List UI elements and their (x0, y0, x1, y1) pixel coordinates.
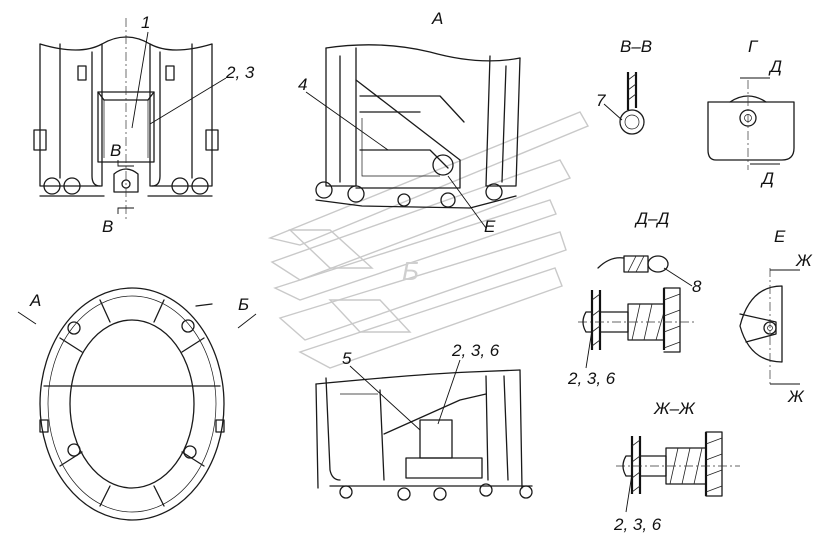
leader-2-3-6-zh (625, 473, 633, 513)
marker-d-top: Д (768, 57, 782, 76)
marker-e-detail: Е (484, 217, 496, 236)
arrow-a (17, 311, 37, 325)
callout-2-3: 2, 3 (225, 63, 255, 82)
marker-v-top: В (110, 141, 121, 160)
callout-2-3-6-zh: 2, 3, 6 (613, 515, 662, 534)
section-d (578, 255, 696, 353)
leader-2-3-6-top (437, 359, 461, 425)
callout-1: 1 (141, 13, 150, 32)
callout-8: 8 (692, 277, 702, 296)
leader-e (447, 175, 487, 229)
marker-zh-bottom: Ж (787, 387, 805, 406)
section-b-label: В–В (620, 37, 652, 56)
marker-zh-top: Ж (795, 251, 813, 270)
watermark: Б (267, 111, 590, 369)
bottom-view (315, 369, 533, 501)
plan-view (39, 287, 225, 521)
callout-4: 4 (298, 75, 307, 94)
leader-5 (349, 365, 421, 431)
callout-2-3-6-d: 2, 3, 6 (567, 369, 616, 388)
view-a-label: А (431, 9, 443, 28)
section-zh-label: Ж–Ж (653, 399, 696, 418)
view-a (315, 44, 521, 209)
view-g-label: Г (748, 37, 759, 56)
view-e-label: Е (774, 227, 786, 246)
marker-d-bottom: Д (760, 169, 774, 188)
section-zh (616, 431, 740, 497)
section-d-label: Д–Д (634, 209, 669, 228)
callout-7: 7 (596, 91, 606, 110)
leader-2-3-6-d (585, 329, 593, 369)
view-g (707, 77, 795, 170)
leader-1 (131, 31, 149, 129)
marker-b-right: Б (238, 295, 249, 314)
leader-2-3 (149, 77, 227, 125)
leader-4 (305, 91, 389, 151)
watermark-letter: Б (402, 256, 419, 286)
callout-5: 5 (342, 349, 352, 368)
callout-2-3-6-top: 2, 3, 6 (451, 341, 500, 360)
arrow-b (237, 313, 257, 329)
front-view (33, 18, 219, 222)
leader-8 (663, 267, 693, 287)
marker-v-bottom: В (102, 217, 113, 236)
section-b (619, 72, 645, 135)
leader-7 (603, 103, 623, 121)
marker-a-left: А (29, 291, 41, 310)
view-e (739, 268, 800, 385)
